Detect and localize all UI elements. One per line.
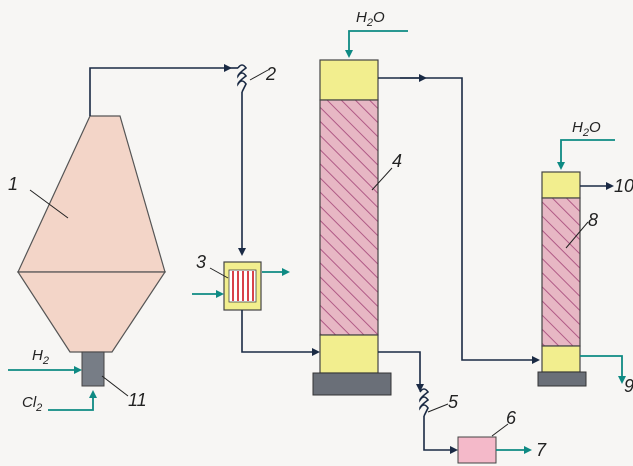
water-inlet-arrow-4 <box>345 30 408 58</box>
chlorine-label: Cl2 <box>22 394 42 414</box>
label-5: 5 <box>448 392 459 412</box>
reactor-1 <box>16 115 167 353</box>
chlorine-feed-arrow <box>48 390 97 411</box>
leader-2 <box>249 69 269 81</box>
leader-4 <box>371 167 393 191</box>
receiver-6 <box>457 436 497 464</box>
water-label-top: H2O <box>356 9 385 29</box>
label-1: 1 <box>8 174 18 194</box>
leader-5 <box>427 403 449 413</box>
heat-exchanger-3 <box>223 261 262 311</box>
pipe-column4-to-column8 <box>378 77 540 364</box>
leader-1 <box>29 189 69 219</box>
leader-3 <box>209 267 229 279</box>
liquid-out-arrow-9 <box>580 355 626 384</box>
label-7: 7 <box>536 440 547 460</box>
label-6: 6 <box>506 408 517 428</box>
pipe-reactor-to-coil <box>89 64 232 116</box>
label-2: 2 <box>265 64 276 84</box>
cooling-coil-2 <box>237 64 248 93</box>
water-inlet-arrow-8 <box>557 139 615 170</box>
label-4: 4 <box>392 151 402 171</box>
pipe-coil5-to-receiver <box>423 416 458 454</box>
cooling-coil-5 <box>419 388 430 417</box>
pipe-column4-bottom <box>378 351 424 392</box>
water-label-right: H2O <box>572 119 601 139</box>
leader-8 <box>565 221 589 249</box>
leader-11 <box>101 375 129 397</box>
pipe-exchanger-to-column <box>241 310 320 356</box>
label-9: 9 <box>624 376 633 396</box>
burner-nozzle-11 <box>81 351 105 387</box>
hydrogen-label: H2 <box>32 347 49 367</box>
label-10: 10 <box>614 176 633 196</box>
absorption-column-4 <box>312 59 392 396</box>
sanitary-column-8 <box>537 171 587 387</box>
label-3: 3 <box>196 252 206 272</box>
label-8: 8 <box>588 210 598 230</box>
label-11: 11 <box>128 390 147 410</box>
leader-6 <box>491 423 509 437</box>
